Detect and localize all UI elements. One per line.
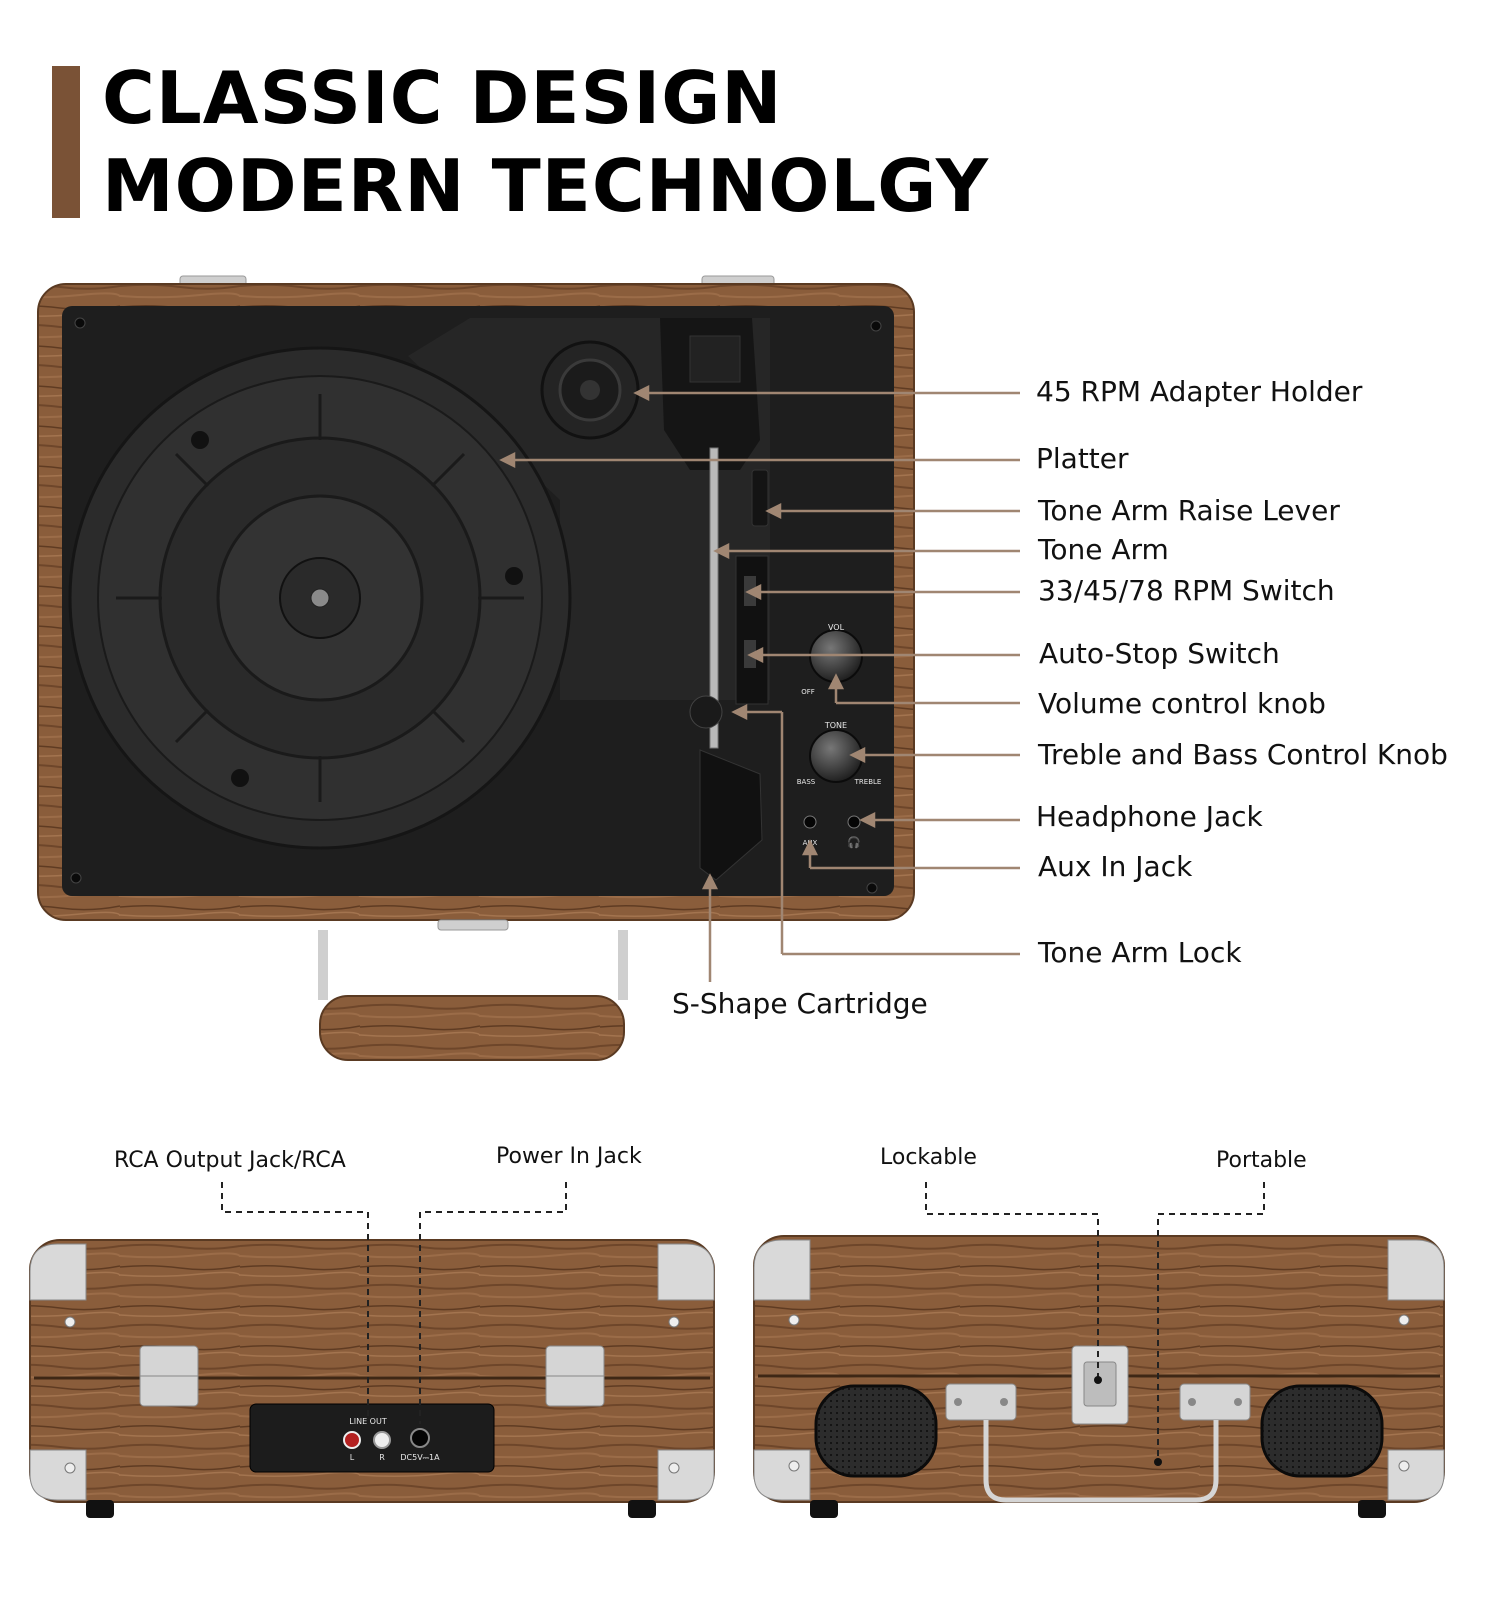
callout-tone-arm: Tone Arm [1038, 533, 1169, 566]
callout-treble-bass-knob: Treble and Bass Control Knob [1038, 738, 1448, 771]
callout-rca-output-jack: RCA Output Jack/RCA [114, 1148, 346, 1173]
callout-rpm-switch: 33/45/78 RPM Switch [1038, 574, 1335, 607]
turntable-front-view [753, 1235, 1445, 1518]
carry-handle [319, 995, 625, 1061]
front-leader-lines [925, 1182, 1265, 1460]
callout-45-rpm-adapter-holder: 45 RPM Adapter Holder [1036, 375, 1363, 408]
title-line-1: CLASSIC DESIGN [102, 56, 783, 140]
turntable-back-view: LINE OUT L R DC5V⎓1A [29, 1239, 715, 1518]
vol-label: VOL [828, 623, 845, 632]
callout-auto-stop-switch: Auto-Stop Switch [1039, 637, 1280, 670]
callout-volume-control-knob: Volume control knob [1038, 687, 1326, 720]
tone-label: TONE [824, 721, 847, 730]
headphone-icon: 🎧 [847, 836, 861, 849]
callout-headphone-jack: Headphone Jack [1036, 800, 1263, 833]
right-speaker [1260, 1384, 1384, 1478]
callout-aux-in-jack: Aux In Jack [1038, 850, 1193, 883]
title-accent-bar [52, 66, 80, 218]
callout-portable: Portable [1216, 1148, 1307, 1173]
callout-power-in-jack: Power In Jack [496, 1144, 642, 1169]
off-label: OFF [801, 688, 815, 696]
left-speaker [814, 1384, 938, 1478]
power-label: DC5V⎓1A [400, 1453, 440, 1462]
top-leader-lines [499, 384, 1020, 982]
bass-label: BASS [797, 778, 816, 786]
right-label: R [379, 1453, 385, 1462]
line-out-label: LINE OUT [349, 1417, 387, 1426]
back-leader-lines [221, 1182, 567, 1424]
callout-tone-arm-raise-lever: Tone Arm Raise Lever [1038, 494, 1340, 527]
callout-tone-arm-lock: Tone Arm Lock [1038, 936, 1242, 969]
treble-label: TREBLE [854, 778, 882, 786]
callout-lockable: Lockable [880, 1145, 977, 1170]
callout-platter: Platter [1036, 442, 1129, 475]
front-handle [983, 1420, 1219, 1503]
title-line-2: MODERN TECHNOLGY [102, 144, 989, 228]
left-label: L [350, 1453, 355, 1462]
callout-s-shape-cartridge: S-Shape Cartridge [672, 987, 928, 1020]
turntable-top-view: VOL OFF TONE BASS TREBLE AUX 🎧 [37, 275, 915, 1061]
